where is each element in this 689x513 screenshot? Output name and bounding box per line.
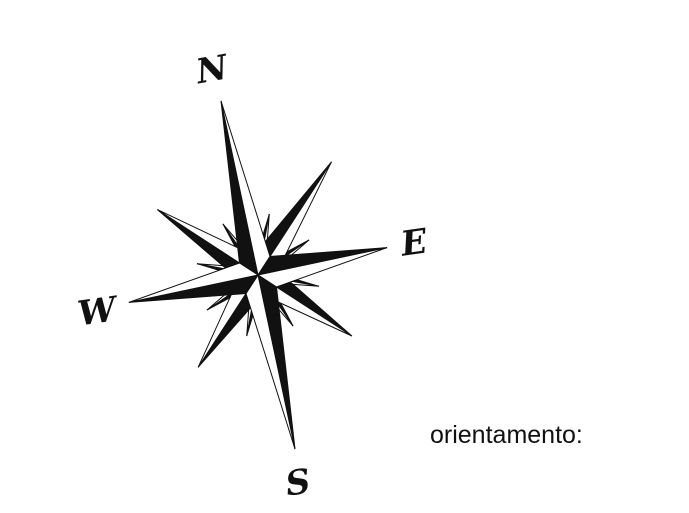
east-label: E <box>399 224 429 261</box>
south-label: S <box>283 464 312 501</box>
west-label: W <box>76 293 119 332</box>
compass-rose-star <box>129 101 387 449</box>
north-label: N <box>194 51 231 90</box>
orientation-caption: orientamento: <box>430 423 583 448</box>
